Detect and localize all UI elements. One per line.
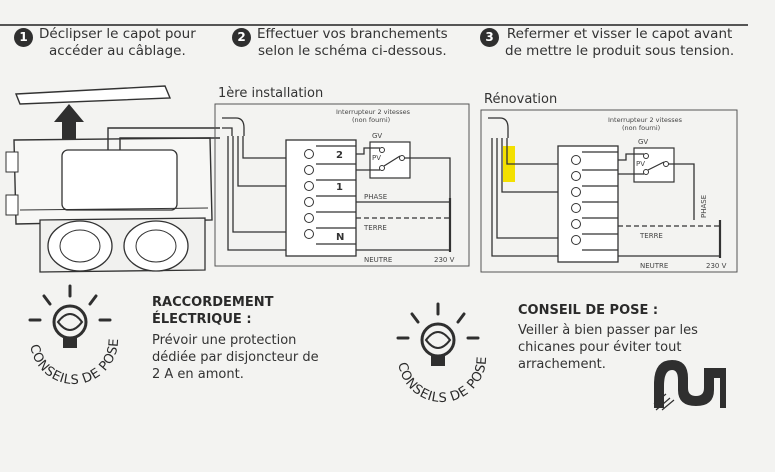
terre-label: TERRE [639,232,663,240]
terminal-label-1: 1 [336,182,343,193]
conseils-badge-2: CONSEILS DE POSE [394,302,490,406]
terminal-label-n: N [336,232,344,243]
tip-install-body: Veiller à bien passer par les chicanes p… [518,322,698,373]
step-2-number: 2 [232,28,251,47]
tip-electrical-heading-line1: RACCORDEMENT [152,295,274,310]
terminal-block [557,145,619,263]
tip-install-line2: chicanes pour éviter tout [518,340,682,355]
step-3-line1: Refermer et visser le capot avant [506,26,733,42]
tip-electrical-line1: Prévoir une protection [152,333,297,348]
step-2-line1: Effectuer vos branchements [257,26,448,42]
step-3-number: 3 [480,28,499,47]
neutre-label: NEUTRE [640,262,668,270]
voltage-label: 230 V [434,256,455,264]
wiring-diagram-first: 2 1 N Interrupteur 2 vitesses (non fourn… [214,103,470,267]
phase-label: PHASE [700,195,708,218]
tip-electrical-line3: 2 A en amont. [152,367,244,382]
diagram-renovation-title: Rénovation [484,92,558,107]
terminal-block [285,139,357,257]
step-2-line2: selon le schéma ci-dessous. [257,43,447,59]
gv-label: GV [638,138,648,146]
conseils-badge-1: CONSEILS DE POSE [26,284,122,388]
top-rule [0,24,748,26]
step-1: 1 Déclipser le capot pour accéder au câb… [14,26,196,60]
step-3: 3 Refermer et visser le capot avant de m… [480,26,734,60]
fan-unit-illustration [5,85,220,273]
switch-label-line1: Interrupteur 2 vitesses [608,116,683,124]
wiring-diagram-renovation: Interrupteur 2 vitesses (non fourni) GV … [480,109,738,273]
voltage-label: 230 V [706,262,727,270]
gv-label: GV [372,132,382,140]
diagram-frame [480,109,738,273]
tip-install-heading: CONSEIL DE POSE : [518,303,659,318]
tip-electrical-line2: dédiée par disjoncteur de [152,350,319,365]
step-1-line2: accéder au câblage. [49,43,186,59]
switch-label-line2: (non fourni) [622,124,660,132]
lightbulb-icon [28,284,112,322]
tip-install-line3: arrachement. [518,357,606,372]
pv-label: PV [372,154,381,162]
lightbulb-icon [396,302,480,340]
tip-electrical-body: Prévoir une protection dédiée par disjon… [152,332,319,383]
tip-electrical-heading-line2: ÉLECTRIQUE : [152,312,252,327]
phase-label: PHASE [364,193,387,201]
terminal-label-2: 2 [336,150,343,161]
diagram-frame [214,103,470,267]
step-1-line1: Déclipser le capot pour [39,26,196,42]
diagram-first-title: 1ère installation [218,86,324,101]
switch-label-line1: Interrupteur 2 vitesses [336,108,411,116]
chicane-cable-icon [653,360,726,411]
step-3-line2: de mettre le produit sous tension. [505,43,735,59]
step-2: 2 Effectuer vos branchements selon le sc… [232,26,448,60]
pv-label: PV [636,160,645,168]
switch-label-line2: (non fourni) [352,116,390,124]
neutre-label: NEUTRE [364,256,392,264]
tip-electrical-heading: RACCORDEMENT ÉLECTRIQUE : [152,294,273,328]
tip-install-line1: Veiller à bien passer par les [518,323,698,338]
terre-label: TERRE [363,224,387,232]
step-1-number: 1 [14,28,33,47]
